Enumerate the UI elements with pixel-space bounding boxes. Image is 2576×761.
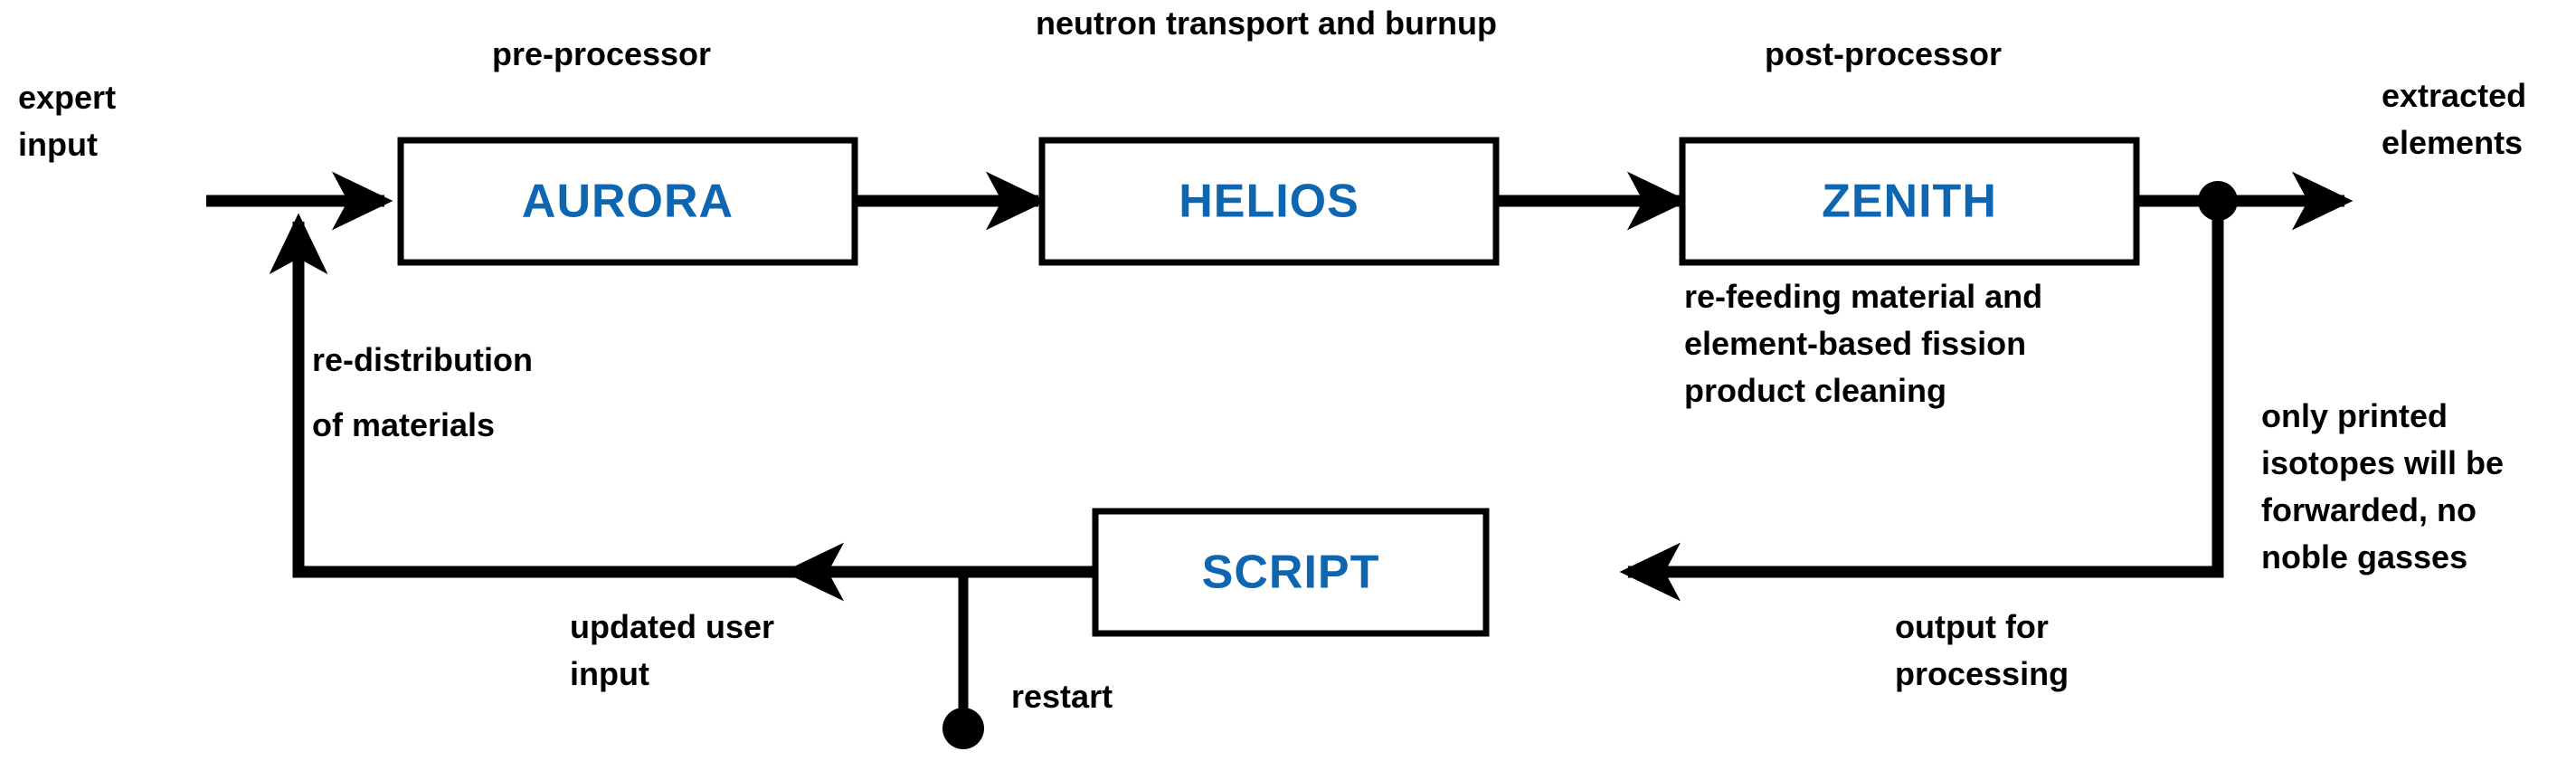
label-zenith-note-line2: element-based fission — [1684, 325, 2026, 362]
caption-neutron-transport: neutron transport and burnup — [1036, 5, 1497, 42]
edge-zenith-output-to-script — [1619, 201, 2224, 602]
box-script-label: SCRIPT — [1202, 547, 1380, 599]
label-restart: restart — [1011, 678, 1113, 715]
label-redistribution-line2: of materials — [312, 406, 495, 443]
label-isotope-note-line4: noble gasses — [2261, 538, 2467, 576]
label-expert-input-line1: expert — [18, 79, 116, 116]
label-isotope-note-line2: isotopes will be — [2261, 444, 2504, 481]
label-extracted-elements-line1: extracted — [2382, 77, 2526, 114]
label-expert-input-line2: input — [18, 126, 98, 163]
box-zenith[interactable] — [1679, 137, 2140, 266]
caption-post-processor: post-processor — [1765, 35, 2002, 72]
label-redistribution-line1: re-distribution — [312, 341, 533, 378]
label-output-note-line1: output for — [1895, 608, 2049, 645]
label-zenith-note-line3: product cleaning — [1684, 372, 1946, 409]
box-aurora[interactable] — [397, 137, 858, 266]
edge-return-to-aurora-input — [269, 213, 1194, 578]
label-updated-user-input-line1: updated user — [570, 608, 774, 645]
label-extracted-elements-line2: elements — [2382, 124, 2523, 161]
caption-pre-processor: pre-processor — [492, 35, 711, 72]
label-output-note-line2: processing — [1895, 655, 2069, 692]
label-isotope-note-line3: forwarded, no — [2261, 491, 2477, 528]
restart-terminal-dot — [942, 708, 984, 749]
box-script[interactable] — [1092, 508, 1490, 637]
box-helios-label: HELIOS — [1179, 176, 1359, 228]
box-zenith-label: ZENITH — [1822, 176, 1997, 228]
box-helios[interactable] — [1038, 137, 1500, 266]
label-updated-user-input-line2: input — [570, 655, 649, 692]
box-aurora-label: AURORA — [522, 176, 734, 228]
label-zenith-note-line1: re-feeding material and — [1684, 278, 2042, 315]
label-isotope-note-line1: only printed — [2261, 397, 2448, 434]
